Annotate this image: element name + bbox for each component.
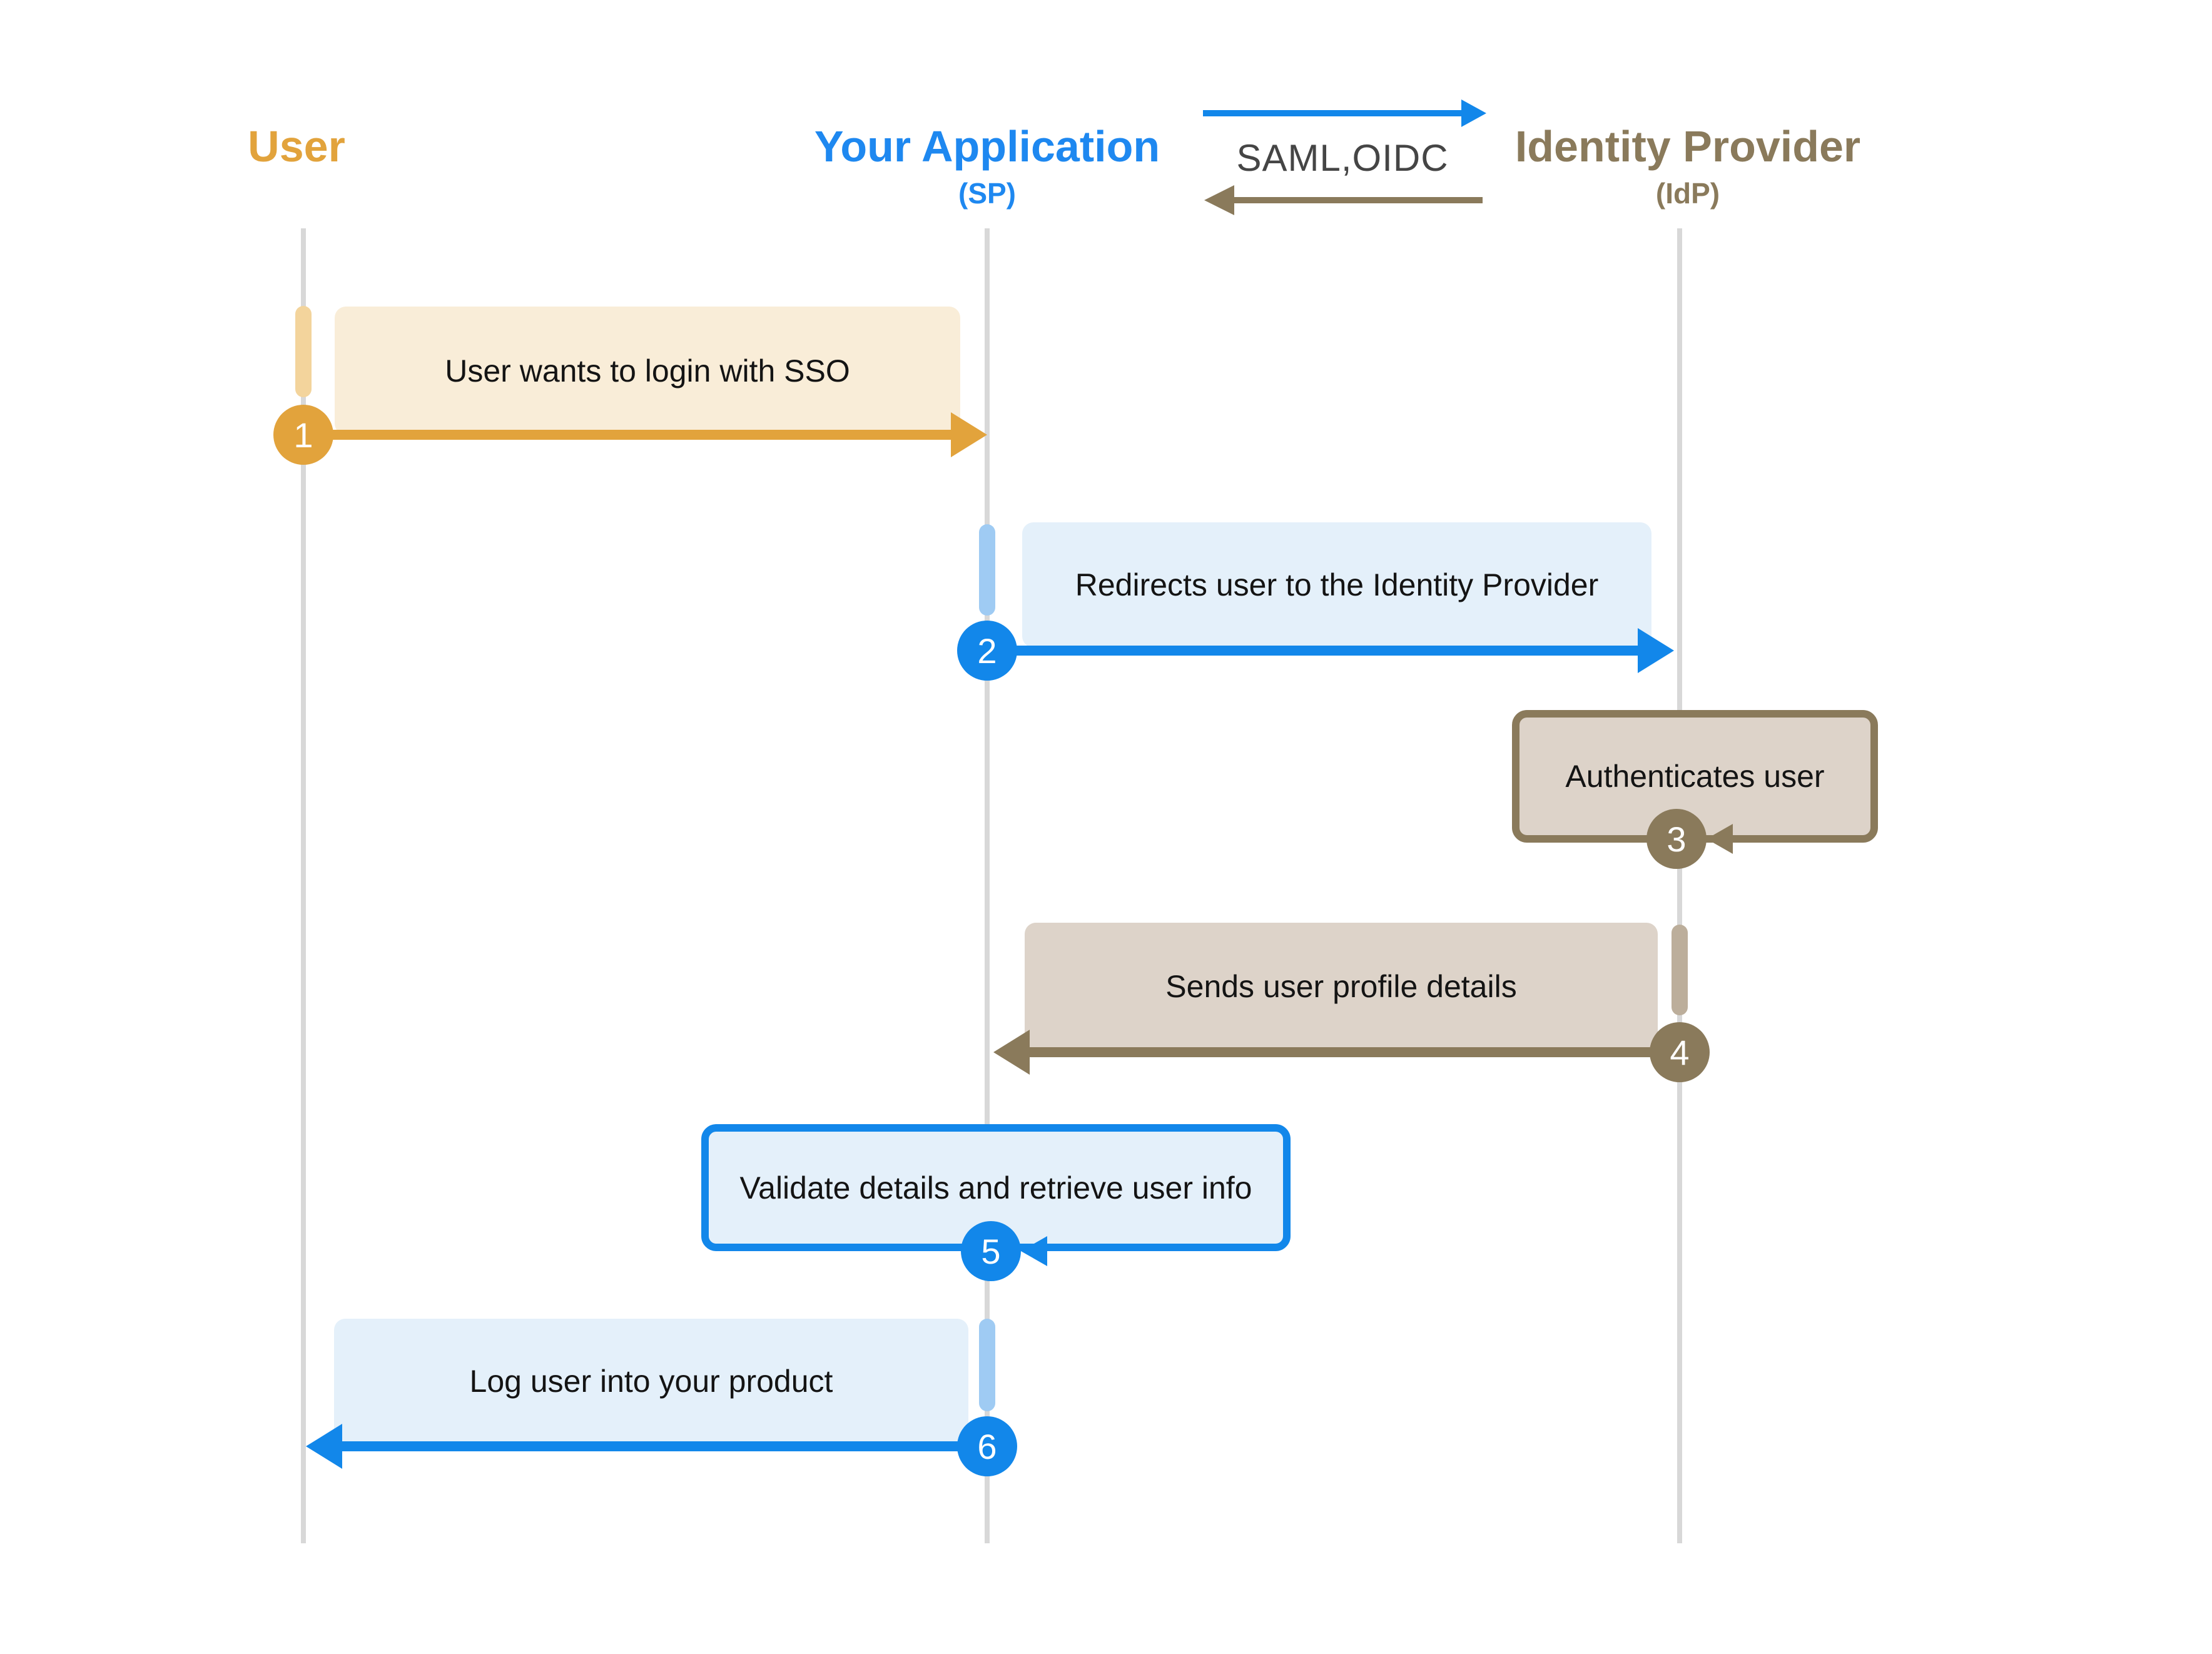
step4-message-box: Sends user profile details [1025,923,1658,1050]
step2-message-label: Redirects user to the Identity Provider [1075,567,1599,602]
arrow-right-icon [951,412,987,457]
arrow-right-icon [1638,628,1674,673]
step4-message-label: Sends user profile details [1165,968,1517,1004]
protocol-arrow-right-line [1203,110,1463,116]
step4-activation-bar [1672,925,1688,1015]
protocol-label: SAML,OIDC [1236,137,1449,179]
step3-message-label: Authenticates user [1565,759,1825,794]
step4-number-badge: 4 [1650,1022,1710,1082]
actor-title-identity-provider: Identity Provider [1514,122,1861,171]
arrow-left-icon [1204,185,1234,215]
step2-arrow-line [987,646,1639,656]
step2-number-badge: 2 [957,621,1017,681]
arrow-left-icon [1707,824,1733,854]
step3-number-badge: 3 [1646,809,1707,869]
arrow-left-icon [306,1424,342,1469]
step6-number-badge: 6 [957,1416,1017,1476]
identity-provider-lifeline [1677,228,1682,1543]
arrow-left-icon [1021,1236,1047,1266]
actor-title-user: User [248,122,345,171]
step1-message-box: User wants to login with SSO [335,307,960,435]
step1-number-badge: 1 [273,405,333,465]
arrow-right-icon [1461,99,1486,127]
step1-arrow-line [303,430,952,440]
application-lifeline [985,228,990,1543]
protocol-arrow-left-line [1234,197,1483,203]
step2-activation-bar [979,524,995,616]
step1-message-label: User wants to login with SSO [445,353,850,388]
step5-number-badge: 5 [961,1221,1021,1281]
step1-activation-bar [295,306,312,397]
step6-arrow-line [341,1441,987,1451]
step6-message-box: Log user into your product [334,1319,968,1444]
step6-message-label: Log user into your product [469,1364,833,1399]
step6-activation-bar [979,1319,995,1411]
step2-message-box: Redirects user to the Identity Provider [1022,522,1651,647]
actor-title-application: Your Application [814,122,1160,171]
step5-message-label: Validate details and retrieve user info [739,1170,1252,1205]
arrow-left-icon [993,1030,1030,1075]
actor-subtitle-sp: (SP) [958,177,1016,210]
actor-subtitle-idp: (IdP) [1655,177,1720,210]
step4-arrow-line [1026,1047,1680,1057]
user-lifeline [301,228,306,1543]
